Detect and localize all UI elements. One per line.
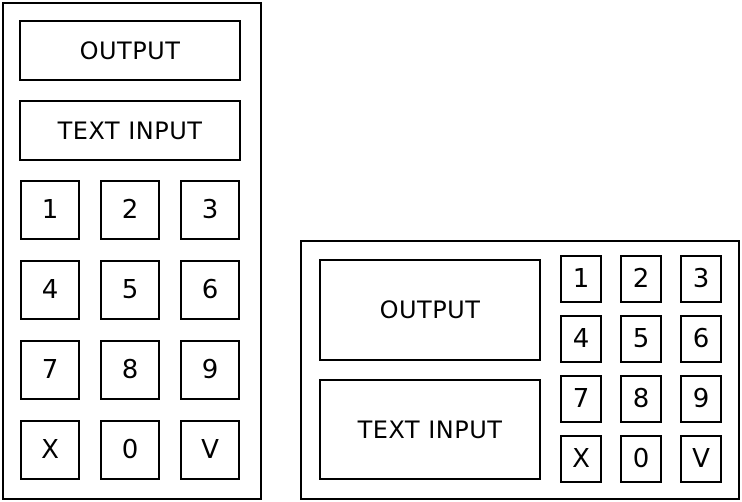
key-x[interactable]: X — [560, 435, 602, 483]
text-input-label: TEXT INPUT — [357, 415, 503, 444]
key-7[interactable]: 7 — [560, 375, 602, 423]
text-input-field[interactable]: TEXT INPUT — [319, 379, 541, 480]
output-label: OUTPUT — [79, 36, 181, 65]
key-5[interactable]: 5 — [100, 260, 160, 320]
key-4[interactable]: 4 — [20, 260, 80, 320]
key-v[interactable]: V — [680, 435, 722, 483]
key-x[interactable]: X — [20, 420, 80, 480]
text-input-label: TEXT INPUT — [57, 116, 203, 145]
key-9[interactable]: 9 — [680, 375, 722, 423]
landscape-device-frame: OUTPUT TEXT INPUT 1 2 3 4 5 6 7 8 9 X 0 … — [300, 240, 740, 500]
portrait-device-frame: OUTPUT TEXT INPUT 1 2 3 4 5 6 7 8 9 X 0 … — [2, 2, 262, 500]
key-8[interactable]: 8 — [620, 375, 662, 423]
output-label: OUTPUT — [379, 296, 481, 324]
key-2[interactable]: 2 — [620, 255, 662, 303]
output-display: OUTPUT — [319, 259, 541, 361]
key-9[interactable]: 9 — [180, 340, 240, 400]
key-0[interactable]: 0 — [620, 435, 662, 483]
keypad: 1 2 3 4 5 6 7 8 9 X 0 V — [20, 180, 240, 480]
key-3[interactable]: 3 — [180, 180, 240, 240]
key-1[interactable]: 1 — [20, 180, 80, 240]
text-input-field[interactable]: TEXT INPUT — [19, 100, 241, 161]
key-3[interactable]: 3 — [680, 255, 722, 303]
key-7[interactable]: 7 — [20, 340, 80, 400]
output-display: OUTPUT — [19, 20, 241, 81]
key-0[interactable]: 0 — [100, 420, 160, 480]
key-5[interactable]: 5 — [620, 315, 662, 363]
key-1[interactable]: 1 — [560, 255, 602, 303]
key-4[interactable]: 4 — [560, 315, 602, 363]
key-6[interactable]: 6 — [180, 260, 240, 320]
key-2[interactable]: 2 — [100, 180, 160, 240]
key-v[interactable]: V — [180, 420, 240, 480]
key-6[interactable]: 6 — [680, 315, 722, 363]
key-8[interactable]: 8 — [100, 340, 160, 400]
keypad: 1 2 3 4 5 6 7 8 9 X 0 V — [560, 255, 722, 483]
